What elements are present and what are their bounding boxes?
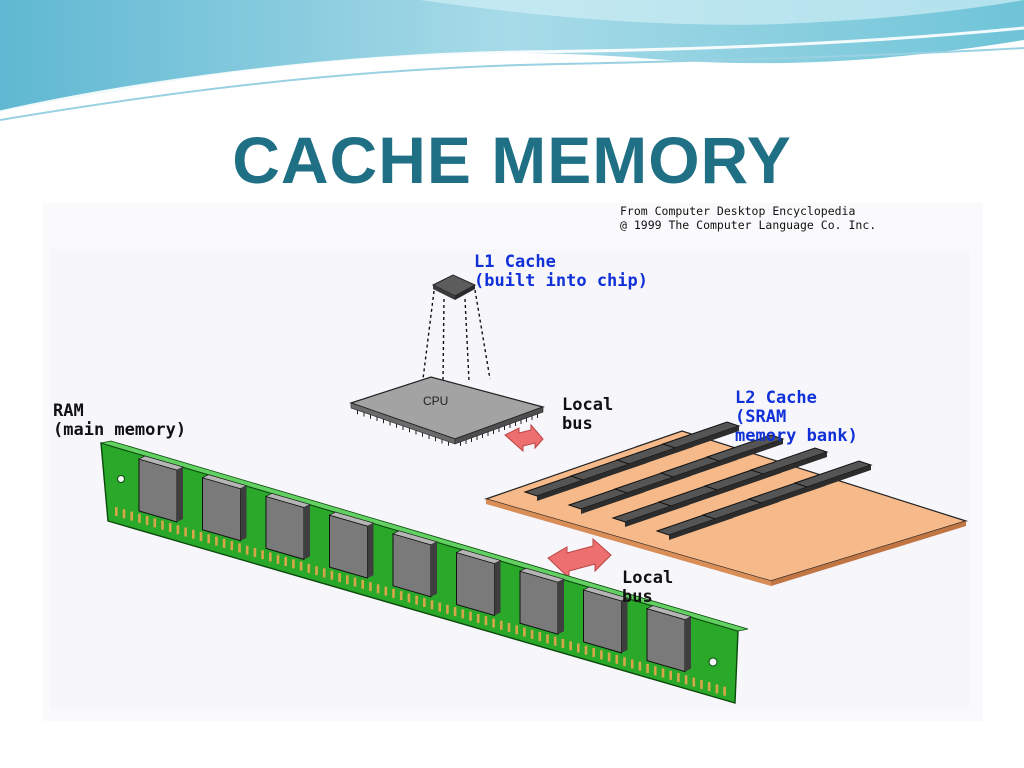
l1-projection-lines [422,289,491,382]
l2-cache-label-line-1: L2 Cache [735,388,817,408]
local-bus-upper-line-1: Local [562,395,614,415]
local-bus-label-upper: Local bus [562,396,613,434]
ram-module [100,440,749,704]
credit-line-1: From Computer Desktop Encyclopedia [620,204,856,218]
source-credit: From Computer Desktop Encyclopedia @ 199… [620,204,876,232]
l2-sram-board [484,421,969,586]
local-bus-arrow-lower [547,537,612,580]
header-wave-decoration [0,0,1024,121]
local-bus-label-lower: Local bus [622,569,673,607]
l2-cache-label: L2 Cache (SRAM memory bank) [735,389,858,446]
l1-cache-label-line-1: L1 Cache [474,252,556,272]
local-bus-lower-line-1: Local [622,568,674,588]
l2-cache-label-line-2: (SRAM [735,407,787,427]
local-bus-lower-line-2: bus [622,587,653,607]
diagram-drawing [100,274,969,704]
slide-title: CACHE MEMORY [232,123,792,197]
cpu-package [349,376,545,446]
credit-line-2: @ 1999 The Computer Language Co. Inc. [620,218,877,232]
local-bus-arrow-upper [504,423,544,453]
local-bus-upper-line-2: bus [562,414,593,434]
l1-cache-label: L1 Cache (built into chip) [474,253,648,291]
ram-label: RAM (main memory) [53,402,186,440]
cpu-label: CPU [423,394,449,408]
l1-cache-die [431,274,477,300]
l2-cache-label-line-3: memory bank) [735,426,858,446]
ram-label-line-1: RAM [53,401,84,421]
ram-label-line-2: (main memory) [53,420,187,440]
cache-memory-diagram: From Computer Desktop Encyclopedia @ 199… [43,203,983,721]
l1-cache-label-line-2: (built into chip) [474,271,648,291]
